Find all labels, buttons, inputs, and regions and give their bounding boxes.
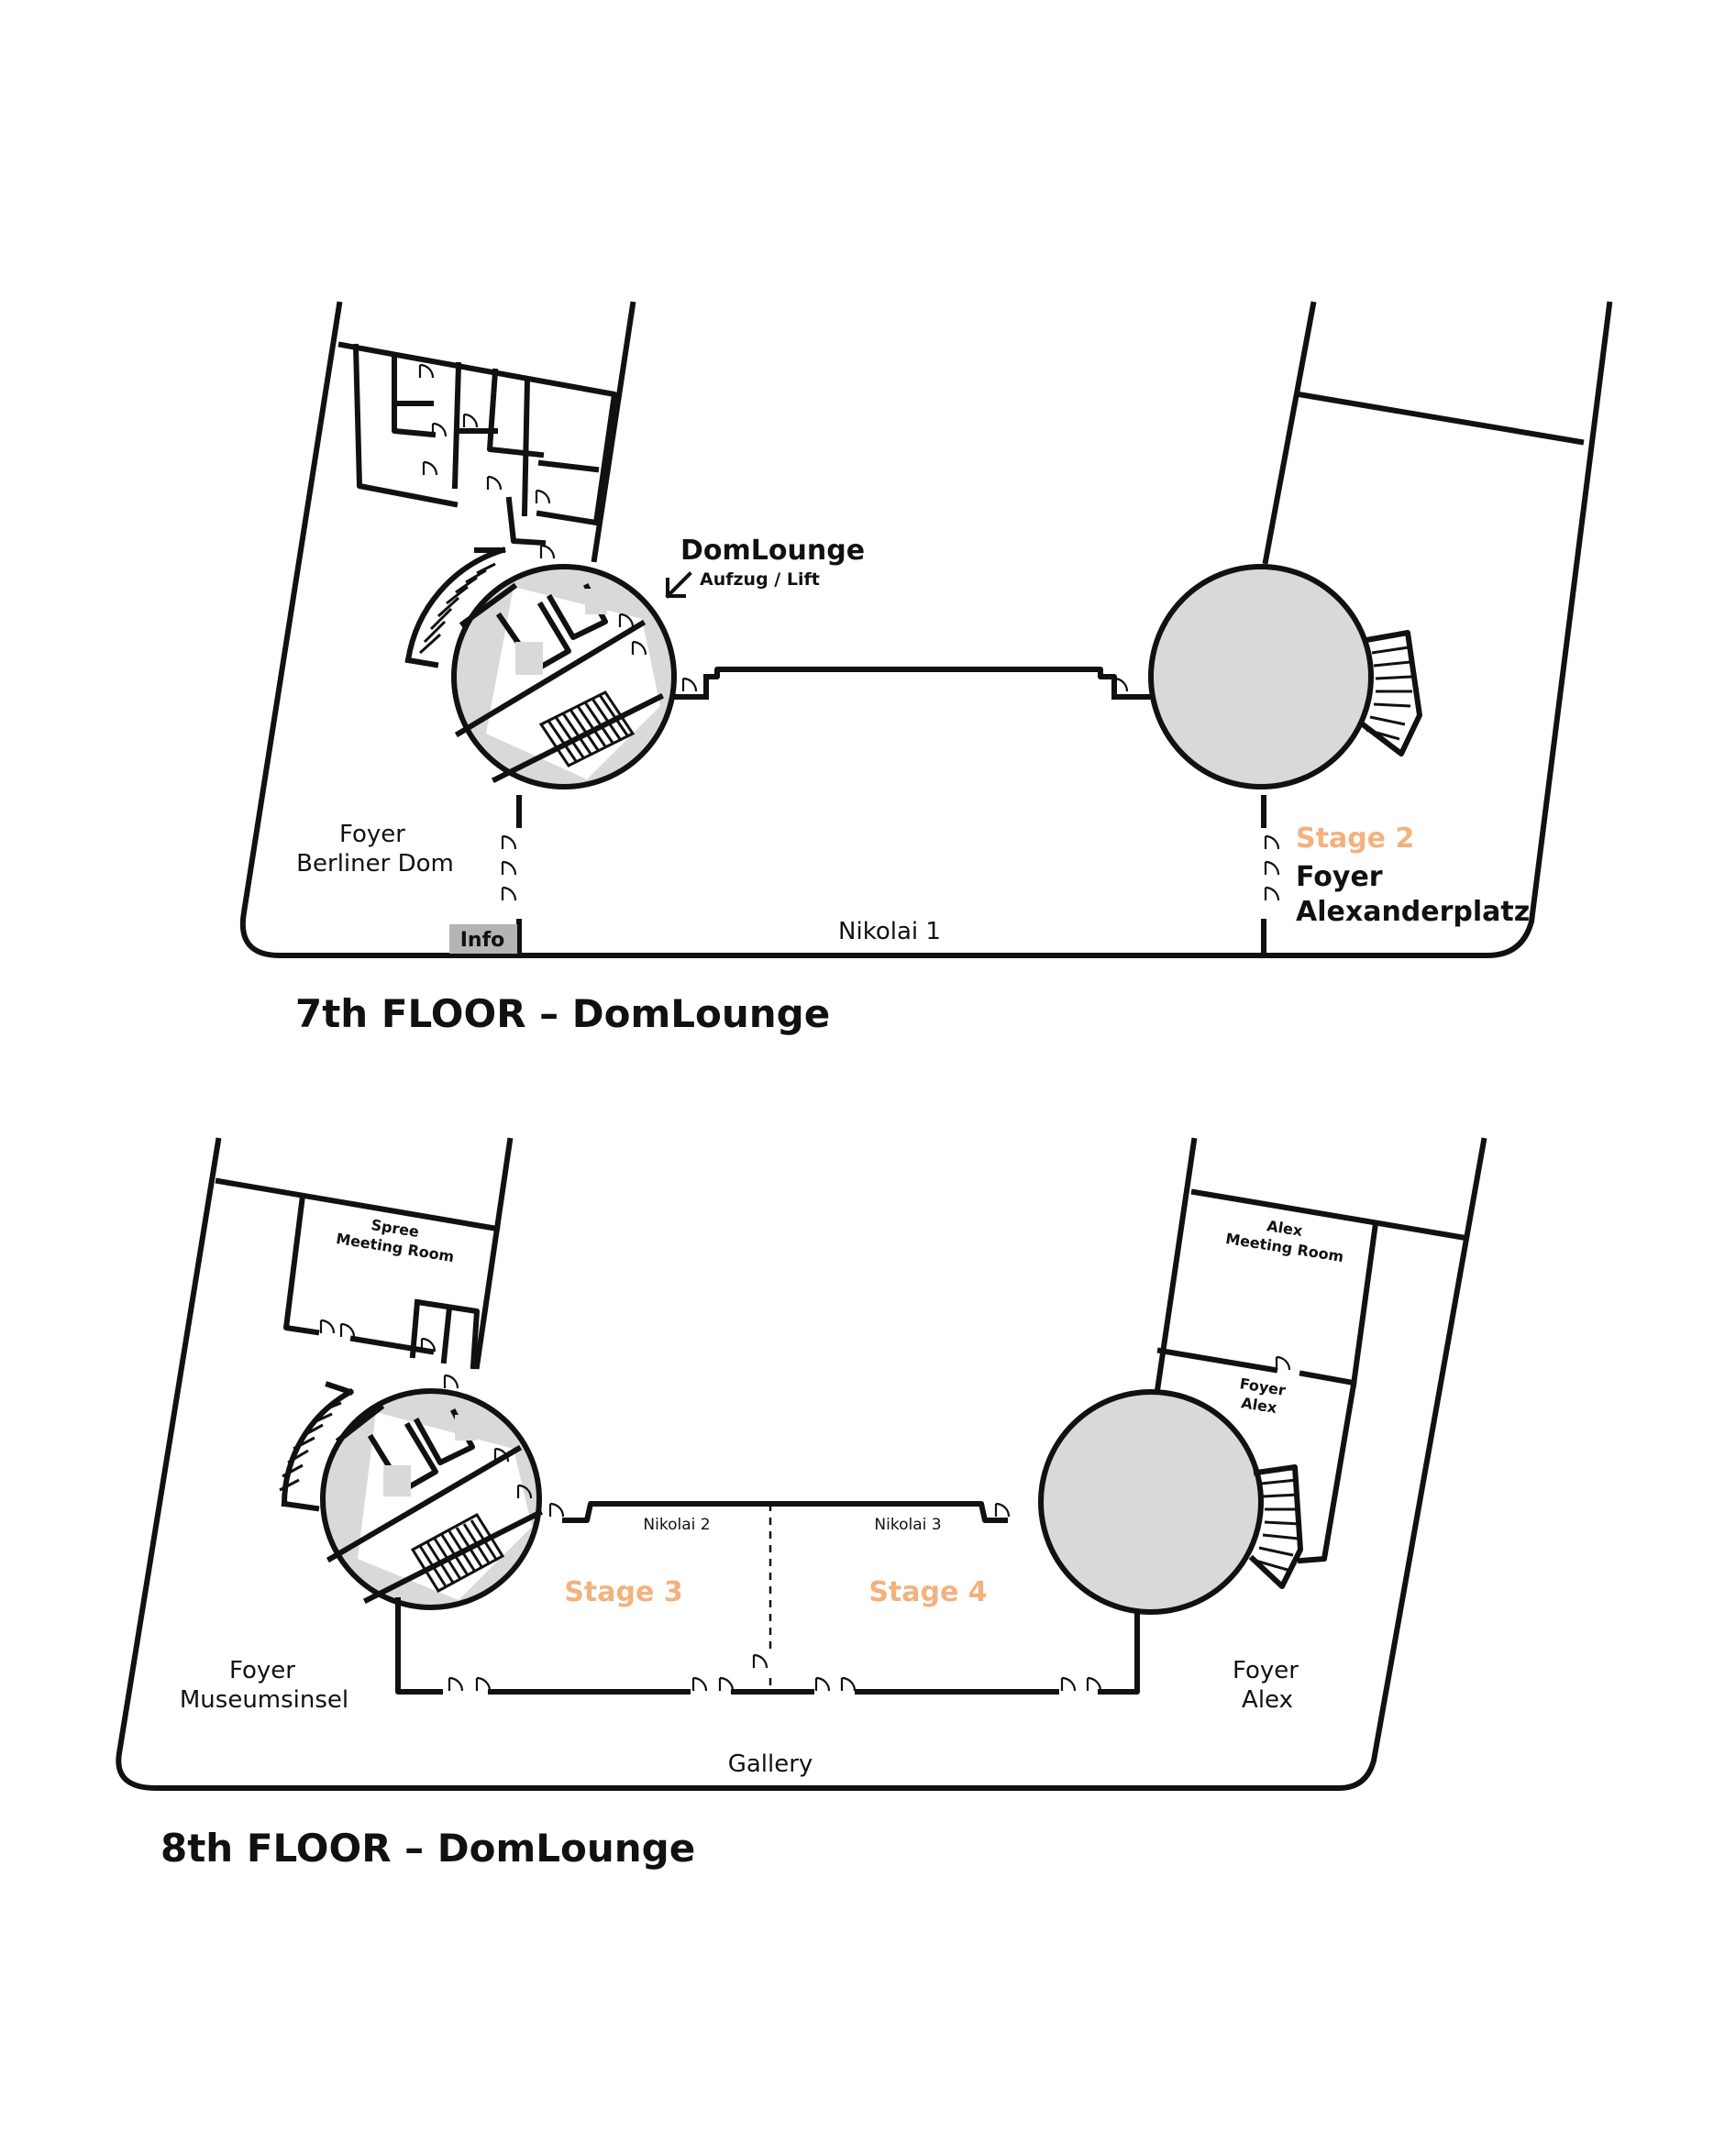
nikolai1-label: Nikolai 1 (838, 918, 941, 945)
foyer-dom-line1: Foyer (339, 821, 405, 848)
lift-label: Aufzug / Lift (700, 569, 820, 590)
floor7-plan (239, 301, 1613, 958)
floor8-stairs-left (279, 1381, 355, 1512)
info-label: Info (460, 929, 505, 952)
floor7-stairs-left (404, 547, 506, 668)
floor8-outer-wall (116, 1137, 1487, 1791)
domlounge-label: DomLounge (680, 535, 865, 567)
stage4-label: Stage 4 (868, 1576, 987, 1608)
floor7-core-circle (451, 544, 677, 789)
floor7-corridor (674, 667, 1154, 700)
lift-arrow-icon (665, 571, 692, 599)
stage3-label: Stage 3 (564, 1576, 682, 1608)
floor7-title: 7th FLOOR – DomLounge (295, 991, 830, 1036)
stage2-label: Stage 2 (1296, 823, 1414, 855)
floor8-stage-hall (395, 1501, 1140, 1695)
floor8-right-circle (1038, 1389, 1303, 1615)
floor7-outer-wall (239, 301, 1613, 958)
floor7-foyer-doors (501, 795, 1280, 958)
foyer-alex-line1: Foyer (1233, 1657, 1299, 1684)
foyer-alexanderplatz-line2: Alexanderplatz (1296, 896, 1530, 928)
foyer-museum-line1: Foyer (229, 1657, 295, 1684)
nikolai2-label: Nikolai 2 (643, 1516, 710, 1534)
foyer-alexanderplatz-line1: Foyer (1296, 861, 1383, 893)
floor7-service-rooms (337, 341, 617, 547)
floor8-core-circle (320, 1388, 544, 1610)
info-desk (449, 924, 517, 954)
floor8-spree-room (215, 1177, 501, 1390)
floor8-title: 8th FLOOR – DomLounge (160, 1826, 695, 1871)
foyer-dom-line2: Berliner Dom (296, 850, 454, 878)
floor8-plan (116, 1137, 1487, 1791)
foyer-museum-line2: Museumsinsel (180, 1686, 348, 1714)
foyer-alex-line2: Alex (1242, 1686, 1293, 1714)
floor7-stage2-circle (1148, 564, 1422, 789)
floor8-alex-room (1156, 1188, 1469, 1564)
nikolai3-label: Nikolai 3 (874, 1516, 941, 1534)
gallery-label: Gallery (728, 1750, 813, 1778)
